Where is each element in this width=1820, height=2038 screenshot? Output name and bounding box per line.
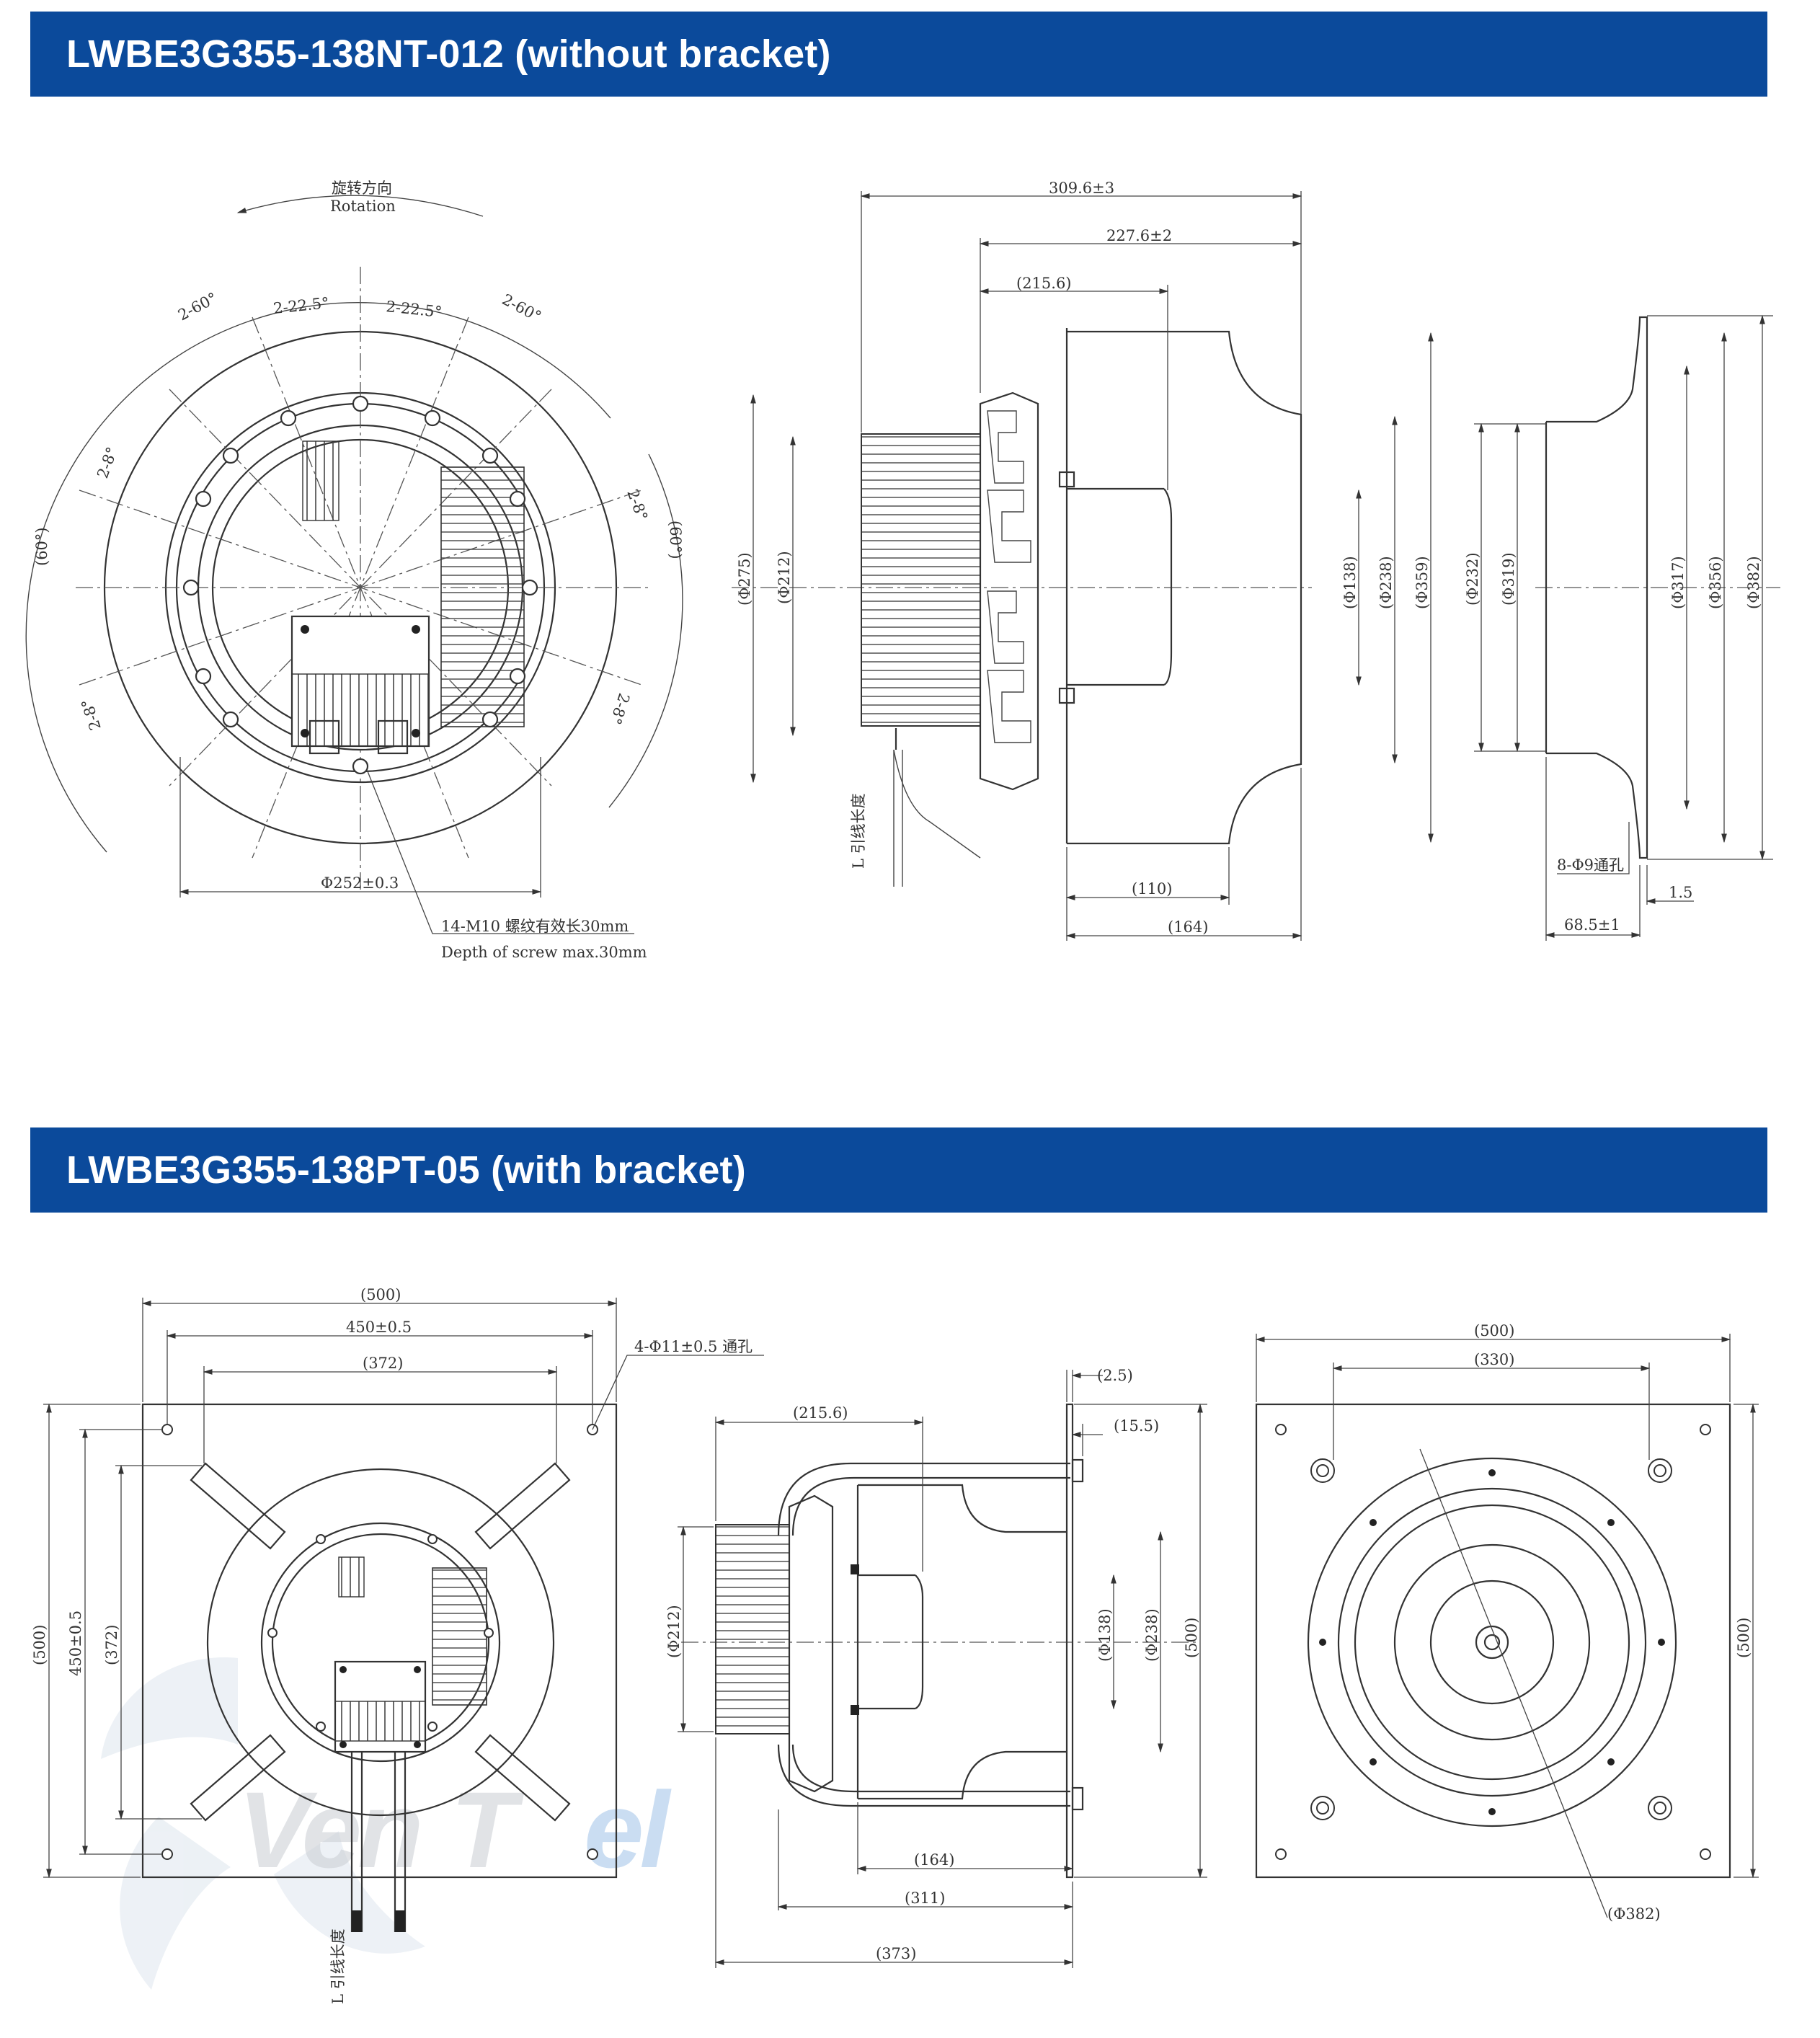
angle-60-left: 2-60° <box>175 289 220 324</box>
lead-length-label: L 引线长度 <box>850 793 867 869</box>
dim-d238: (Φ238) <box>1377 556 1395 609</box>
dim-d359: (Φ359) <box>1413 556 1431 609</box>
side2-dim-t155: (15.5) <box>1114 1417 1159 1435</box>
front2-lead-length: L 引线长度 <box>329 1928 347 2004</box>
side2-dim-d138: (Φ138) <box>1096 1608 1114 1662</box>
side2-dim-373: (373) <box>876 1945 916 1962</box>
side2-dim-311: (311) <box>905 1889 945 1907</box>
section-title-with-bracket: LWBE3G355-138PT-05 (with bracket) <box>30 1127 1767 1213</box>
dim-d317: (Φ317) <box>1669 556 1687 609</box>
front2-holes-label: 4-Φ11±0.5 通孔 <box>634 1338 753 1355</box>
rotation-label-cn: 旋转方向 <box>332 180 392 197</box>
watermark-text-part3: el <box>584 1769 672 1890</box>
angle-8-lower-right: 2-8° <box>607 691 634 727</box>
dim-164: (164) <box>1168 918 1208 936</box>
drawing1-side-view: 309.6±3 227.6±2 (215.6) (Φ275) (Φ212) (Φ… <box>732 180 1434 941</box>
back2-dim-w330: (330) <box>1474 1351 1514 1368</box>
back2-dim-h500: (500) <box>1735 1618 1752 1658</box>
side2-dim-d238: (Φ238) <box>1143 1608 1160 1662</box>
drawing2-side-view: (2.5) (15.5) (215.6) (Φ212) (Φ138) (Φ238… <box>665 1367 1207 1968</box>
dim-d138: (Φ138) <box>1341 556 1359 609</box>
watermark-text-part1: Ven <box>238 1769 420 1890</box>
dim-d212: (Φ212) <box>776 551 793 604</box>
dim-d319: (Φ319) <box>1500 552 1517 606</box>
angle-8-upper-left: 2-8° <box>94 445 121 481</box>
dim-d275: (Φ275) <box>736 552 753 606</box>
angle-60-right: 2-60° <box>500 291 544 325</box>
bolt-circle-dimension: Φ252±0.3 <box>321 874 399 892</box>
drawing1-inlet-ring: (Φ232) (Φ319) (Φ317) (Φ356) (Φ382) 8-Φ9通… <box>1464 314 1780 941</box>
front2-dim-w450: 450±0.5 <box>346 1319 412 1336</box>
section-title-without-bracket: LWBE3G355-138NT-012 (without bracket) <box>30 12 1767 97</box>
dim-d356: (Φ356) <box>1707 556 1724 609</box>
angle-60-side-left: (60°) <box>33 527 50 566</box>
rotation-label-en: Rotation <box>330 198 396 215</box>
dim-227-6: 227.6±2 <box>1106 227 1172 244</box>
drawing2-back-view: (Φ382) (500) (330) (500) <box>1255 1322 1759 1923</box>
angle-8-lower-left: 2-8° <box>78 696 105 732</box>
front2-dim-w372: (372) <box>363 1355 403 1372</box>
side2-dim-t25: (2.5) <box>1097 1367 1133 1384</box>
back2-dim-d382: (Φ382) <box>1607 1905 1661 1923</box>
dim-total-length: 309.6±3 <box>1049 180 1114 197</box>
side2-dim-164: (164) <box>914 1851 954 1869</box>
front2-dim-w500: (500) <box>360 1286 401 1303</box>
side2-dim-h500: (500) <box>1183 1618 1200 1658</box>
dim-d232: (Φ232) <box>1464 552 1481 606</box>
angle-60-side-right: (60°) <box>667 520 684 559</box>
dim-215-6: (215.6) <box>1016 275 1072 292</box>
side2-dim-215-6: (215.6) <box>793 1404 848 1422</box>
back2-dim-w500: (500) <box>1474 1322 1514 1339</box>
ring-holes-label: 8-Φ9通孔 <box>1557 856 1624 874</box>
angle-22-left: 2-22.5° <box>272 294 330 317</box>
fan-watermark-icon <box>101 1657 425 1990</box>
ring-thickness: 1.5 <box>1669 884 1692 901</box>
side2-dim-d212: (Φ212) <box>665 1605 683 1658</box>
front2-dim-h500: (500) <box>31 1625 48 1665</box>
drawing2-front-view: (500) 450±0.5 (372) 4-Φ11±0.5 通孔 (500) 4… <box>31 1286 764 2004</box>
dim-110: (110) <box>1132 880 1172 898</box>
angle-22-right: 2-22.5° <box>385 298 443 321</box>
drawing1-front-view: 旋转方向 Rotation 2-60° 2-60° 2-22.5° 2-22.5… <box>25 180 684 961</box>
watermark-text-part2: T <box>450 1769 525 1890</box>
angle-8-upper-right: 2-8° <box>623 487 651 523</box>
front2-dim-h450: 450±0.5 <box>67 1611 84 1676</box>
screw-note-cn: 14-M10 螺纹有效长30mm <box>441 918 629 935</box>
ring-length: 68.5±1 <box>1564 916 1620 934</box>
dim-d382: (Φ382) <box>1745 556 1762 609</box>
front2-dim-h372: (372) <box>103 1625 120 1665</box>
screw-note-en: Depth of screw max.30mm <box>441 944 647 961</box>
